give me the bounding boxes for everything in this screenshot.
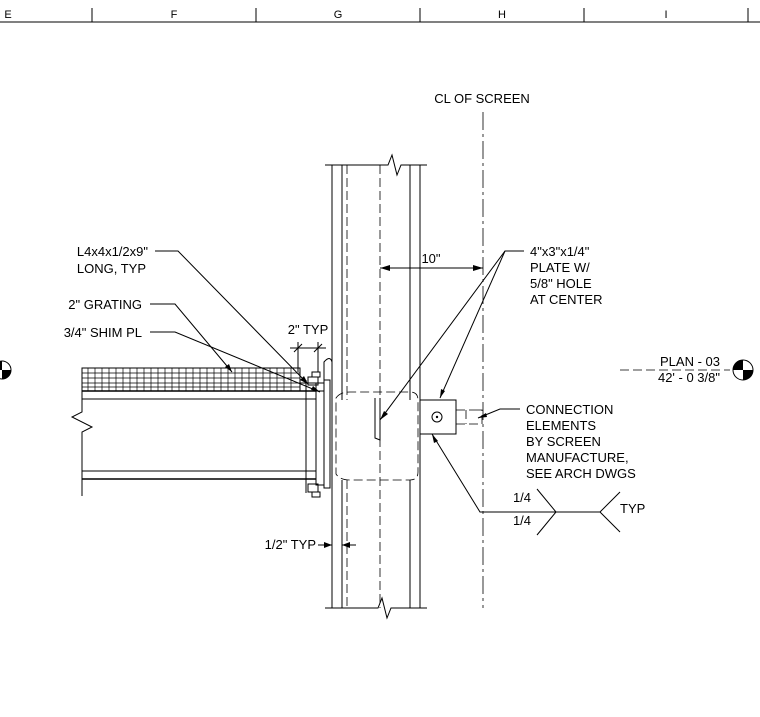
connection-line3: BY SCREEN xyxy=(526,434,601,449)
half-typ-label: 1/2" TYP xyxy=(265,537,316,552)
svg-text:AT CENTER: AT CENTER xyxy=(530,292,602,307)
typ-2-dimension: 2" TYP xyxy=(288,322,329,372)
grid-label-g: G xyxy=(334,9,343,21)
grid-label-i: I xyxy=(664,9,667,21)
shim-callout: 3/4" SHIM PL xyxy=(64,325,321,393)
svg-text:SEE ARCH DWGS: SEE ARCH DWGS xyxy=(526,466,636,481)
column xyxy=(325,153,427,620)
svg-text:5/8" HOLE: 5/8" HOLE xyxy=(530,276,592,291)
grid-label-f: F xyxy=(171,9,178,21)
angle-label-line1: L4x4x1/2x9" xyxy=(77,244,148,259)
grating-label: 2" GRATING xyxy=(68,297,142,312)
connection-callout: CONNECTION ELEMENTS BY SCREEN MANUFACTUR… xyxy=(477,402,636,481)
svg-text:4"x3"x1/4": 4"x3"x1/4" xyxy=(530,244,590,259)
dimension-10: 10" xyxy=(380,251,483,271)
plan-elevation: 42' - 0 3/8" xyxy=(658,370,720,385)
weld-bottom-size: 1/4 xyxy=(513,513,531,528)
svg-text:CONNECTION: CONNECTION xyxy=(526,402,613,417)
connection-line1: CONNECTION xyxy=(526,402,613,417)
dimension-10-label: 10" xyxy=(421,251,440,266)
plan-title: PLAN - 03 xyxy=(660,354,720,369)
grid-border: E F G H I xyxy=(0,8,760,23)
section-reference: PLAN - 03 42' - 0 3/8" xyxy=(620,354,754,385)
svg-text:MANUFACTURE,: MANUFACTURE, xyxy=(526,450,629,465)
plate-with-hole xyxy=(374,398,483,441)
connection-line5: SEE ARCH DWGS xyxy=(526,466,636,481)
plate-callout: 4"x3"x1/4" PLATE W/ 5/8" HOLE AT CENTER xyxy=(379,244,602,421)
svg-text:LONG, TYP: LONG, TYP xyxy=(77,261,146,276)
shim-label: 3/4" SHIM PL xyxy=(64,325,142,340)
plate-label-line4: AT CENTER xyxy=(530,292,602,307)
left-target-symbol xyxy=(0,360,12,380)
screen-centerline: CL OF SCREEN xyxy=(434,91,530,608)
typ-2-label: 2" TYP xyxy=(288,322,329,337)
svg-text:L4x4x1/2x9": L4x4x1/2x9" xyxy=(77,244,148,259)
grating xyxy=(81,367,301,392)
svg-text:PLATE W/: PLATE W/ xyxy=(530,260,590,275)
svg-text:ELEMENTS: ELEMENTS xyxy=(526,418,596,433)
angle-connection xyxy=(299,358,333,498)
weld-symbol: 1/4 1/4 TYP xyxy=(431,433,645,536)
svg-text:BY SCREEN: BY SCREEN xyxy=(526,434,601,449)
grid-label-h: H xyxy=(498,9,506,21)
angle-label-line2: LONG, TYP xyxy=(77,261,146,276)
grid-label-e: E xyxy=(4,9,11,21)
plate-label-line1: 4"x3"x1/4" xyxy=(530,244,590,259)
half-typ-dimension: 1/2" TYP xyxy=(265,537,356,552)
hidden-beam xyxy=(335,391,419,481)
plate-label-line3: 5/8" HOLE xyxy=(530,276,592,291)
weld-top-size: 1/4 xyxy=(513,490,531,505)
connection-line4: MANUFACTURE, xyxy=(526,450,629,465)
connection-line2: ELEMENTS xyxy=(526,418,596,433)
cl-of-screen-label: CL OF SCREEN xyxy=(434,91,530,106)
weld-typ-note: TYP xyxy=(620,501,645,516)
plate-label-line2: PLATE W/ xyxy=(530,260,590,275)
grating-callout: 2" GRATING xyxy=(68,297,233,373)
angle-callout: L4x4x1/2x9" LONG, TYP xyxy=(77,244,309,385)
